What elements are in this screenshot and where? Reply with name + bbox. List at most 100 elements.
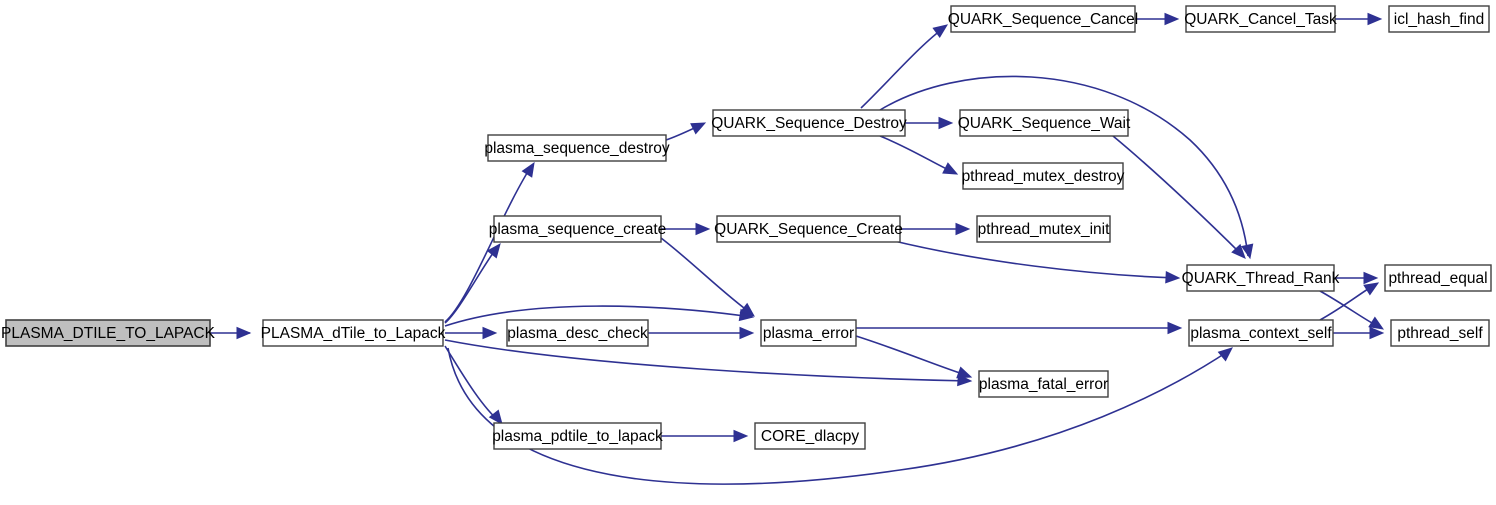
edge-plasma-dtile-to-lapack-to-plasma-sequence-destroy	[444, 164, 533, 323]
node-label: pthread_self	[1397, 325, 1483, 342]
node-box[interactable]	[493, 422, 662, 450]
node-box[interactable]	[1388, 5, 1490, 33]
node-quark-sequence-wait[interactable]: QUARK_Sequence_Wait	[958, 109, 1131, 137]
node-box[interactable]	[1185, 5, 1336, 33]
arrow-head-icon	[938, 116, 954, 130]
node-core-dlacpy[interactable]: CORE_dlacpy	[754, 422, 866, 450]
arrow-head-icon	[1165, 271, 1181, 284]
arrow-head-icon	[690, 122, 707, 135]
node-label: plasma_desc_check	[507, 325, 648, 342]
edge-plasma-dtile-to-lapack-to-plasma-pdtile-to-lapack	[444, 345, 501, 423]
edge-plasma-dtile-to-lapack-to-plasma-fatal-error	[444, 339, 970, 382]
node-box[interactable]	[493, 215, 662, 243]
node-label: PLASMA_dTile_to_Lapack	[261, 325, 446, 342]
edge-plasma-sequence-create-to-plasma-error	[660, 237, 753, 315]
node-label: QUARK_Sequence_Wait	[958, 115, 1131, 132]
edge-quark-sequence-destroy-to-pthread-mutex-destroy	[879, 135, 956, 174]
node-quark-sequence-cancel[interactable]: QUARK_Sequence_Cancel	[948, 5, 1138, 33]
node-plasma-error[interactable]: plasma_error	[760, 319, 857, 347]
node-label: CORE_dlacpy	[761, 428, 859, 445]
node-plasma-pdtile-to-lapack[interactable]: plasma_pdtile_to_lapack	[492, 422, 663, 450]
edge-quark-sequence-wait-to-quark-thread-rank	[1112, 135, 1244, 257]
edge-plasma-error-to-plasma-fatal-error	[855, 335, 970, 377]
arrow-head-icon	[482, 326, 498, 340]
node-quark-sequence-destroy[interactable]: QUARK_Sequence_Destroy	[711, 109, 907, 137]
node-pthread-mutex-destroy[interactable]: pthread_mutex_destroy	[962, 162, 1125, 190]
node-plasma-dtile-to-lapack[interactable]: PLASMA_dTile_to_Lapack	[261, 319, 446, 347]
arrow-head-icon	[739, 326, 755, 340]
node-plasma-dtile-to-lapack[interactable]: PLASMA_DTILE_TO_LAPACK	[1, 319, 216, 347]
arrow-head-icon	[739, 302, 756, 317]
node-pthread-self[interactable]: pthread_self	[1390, 319, 1490, 347]
node-plasma-sequence-destroy[interactable]: plasma_sequence_destroy	[484, 134, 670, 162]
arrow-head-icon	[942, 162, 959, 175]
node-box[interactable]	[5, 319, 211, 347]
edge-quark-sequence-destroy-to-quark-sequence-cancel	[860, 26, 946, 109]
arrow-head-icon	[1231, 243, 1246, 259]
node-box[interactable]	[1384, 264, 1492, 292]
node-box[interactable]	[712, 109, 906, 137]
node-box[interactable]	[976, 215, 1111, 243]
node-box[interactable]	[959, 109, 1129, 137]
arrow-head-icon	[521, 161, 535, 178]
arrow-head-icon	[486, 242, 501, 259]
node-box[interactable]	[950, 5, 1136, 33]
arrow-head-icon	[733, 429, 749, 443]
edge-plasma-dtile-to-lapack-to-plasma-sequence-create	[444, 245, 499, 324]
node-label: PLASMA_DTILE_TO_LAPACK	[1, 325, 216, 342]
node-box[interactable]	[760, 319, 857, 347]
node-quark-sequence-create[interactable]: QUARK_Sequence_Create	[714, 215, 903, 243]
arrow-head-icon	[488, 409, 503, 426]
node-quark-thread-rank[interactable]: QUARK_Thread_Rank	[1182, 264, 1340, 292]
arrow-head-icon	[932, 24, 949, 38]
nodes-layer: PLASMA_DTILE_TO_LAPACK PLASMA_dTile_to_La…	[1, 5, 1492, 450]
arrow-head-icon	[695, 222, 711, 236]
arrow-head-icon	[236, 326, 252, 340]
node-plasma-sequence-create[interactable]: plasma_sequence_create	[489, 215, 667, 243]
edges-layer	[210, 18, 1382, 485]
node-pthread-equal[interactable]: pthread_equal	[1384, 264, 1492, 292]
arrow-head-icon	[1369, 326, 1385, 340]
node-label: QUARK_Sequence_Cancel	[948, 11, 1138, 28]
node-label: QUARK_Thread_Rank	[1182, 270, 1340, 287]
node-box[interactable]	[1188, 319, 1334, 347]
node-label: plasma_sequence_create	[489, 221, 667, 238]
node-label: plasma_fatal_error	[979, 376, 1108, 393]
node-label: pthread_equal	[1388, 270, 1487, 287]
node-plasma-context-self[interactable]: plasma_context_self	[1188, 319, 1334, 347]
node-box[interactable]	[262, 319, 444, 347]
node-box[interactable]	[1186, 264, 1335, 292]
arrow-head-icon	[1241, 243, 1254, 260]
node-box[interactable]	[1390, 319, 1490, 347]
node-label: QUARK_Sequence_Destroy	[711, 115, 907, 132]
node-icl-hash-find[interactable]: icl_hash_find	[1388, 5, 1490, 33]
node-label: QUARK_Cancel_Task	[1184, 11, 1337, 28]
edge-quark-sequence-create-to-quark-thread-rank	[889, 239, 1178, 279]
node-quark-cancel-task[interactable]: QUARK_Cancel_Task	[1184, 5, 1337, 33]
node-plasma-desc-check[interactable]: plasma_desc_check	[506, 319, 649, 347]
node-label: plasma_sequence_destroy	[484, 140, 670, 157]
node-label: plasma_pdtile_to_lapack	[492, 428, 663, 445]
edge-quark-sequence-destroy-to-quark-thread-rank	[879, 75, 1249, 257]
node-box[interactable]	[487, 134, 667, 162]
node-box[interactable]	[506, 319, 649, 347]
node-box[interactable]	[962, 162, 1124, 190]
node-label: QUARK_Sequence_Create	[714, 221, 903, 238]
arrow-head-icon	[955, 222, 971, 236]
edge-plasma-dtile-to-lapack-to-plasma-context-self	[447, 347, 1231, 485]
node-plasma-fatal-error[interactable]: plasma_fatal_error	[978, 370, 1109, 398]
edge-plasma-dtile-to-lapack-to-plasma-error	[444, 305, 753, 327]
node-pthread-mutex-init[interactable]: pthread_mutex_init	[976, 215, 1111, 243]
node-label: icl_hash_find	[1394, 11, 1484, 28]
node-label: plasma_context_self	[1190, 325, 1332, 342]
node-box[interactable]	[978, 370, 1109, 398]
node-box[interactable]	[716, 215, 901, 243]
arrow-head-icon	[1363, 282, 1380, 296]
node-label: pthread_mutex_destroy	[962, 168, 1125, 185]
arrow-head-icon	[1167, 321, 1183, 335]
node-box[interactable]	[754, 422, 866, 450]
arrow-head-icon	[1368, 316, 1385, 330]
node-label: pthread_mutex_init	[978, 221, 1111, 238]
